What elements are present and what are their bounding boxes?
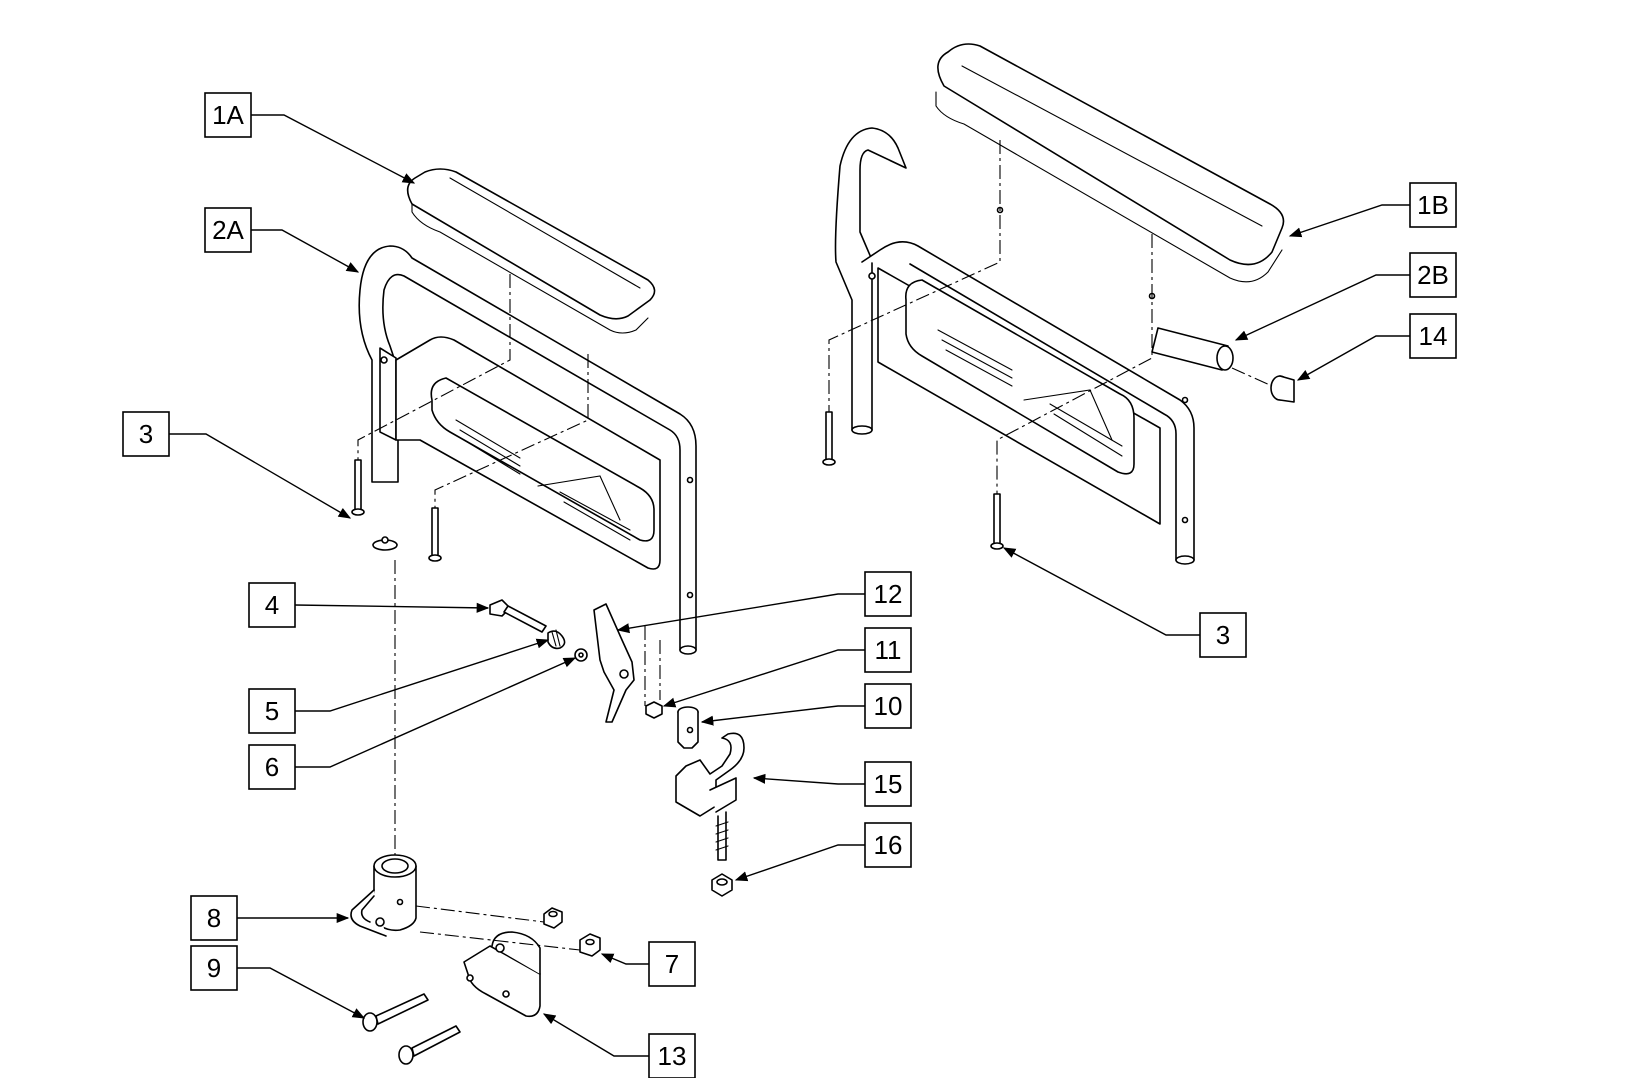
- callout-14: 14: [1409, 313, 1457, 359]
- svg-text:3: 3: [139, 419, 153, 449]
- spring-5: [547, 629, 566, 650]
- callout-2b: 2B: [1409, 252, 1457, 298]
- washer-6: [574, 648, 588, 662]
- nut-7-a: [543, 907, 563, 929]
- svg-text:7: 7: [665, 949, 679, 979]
- callout-3-right: 3: [1199, 612, 1247, 658]
- svg-text:12: 12: [874, 579, 903, 609]
- svg-text:1A: 1A: [212, 100, 244, 130]
- svg-text:15: 15: [874, 769, 903, 799]
- arm-frame-2a: [358, 245, 697, 655]
- svg-text:2B: 2B: [1417, 260, 1449, 290]
- armrest-pad-1b: [935, 43, 1285, 283]
- callout-7: 7: [648, 941, 696, 987]
- tube-2b: [1151, 327, 1234, 371]
- plunger-10: [677, 706, 699, 749]
- callouts: 1A 2A 3 4 5 6: [122, 92, 1457, 1078]
- bolt-4: [489, 599, 547, 633]
- arm-frame-2b: [834, 127, 1195, 565]
- cap-14: [1270, 375, 1295, 403]
- svg-text:10: 10: [874, 691, 903, 721]
- svg-text:9: 9: [207, 953, 221, 983]
- svg-text:3: 3: [1216, 620, 1230, 650]
- screw-3-left-b: [428, 507, 442, 562]
- svg-text:5: 5: [265, 696, 279, 726]
- clamp-15: [675, 732, 745, 861]
- svg-text:8: 8: [207, 903, 221, 933]
- callout-10: 10: [864, 683, 912, 729]
- svg-text:14: 14: [1419, 321, 1448, 351]
- callout-2a: 2A: [204, 207, 252, 253]
- bracket-13: [463, 931, 541, 1018]
- screw-3-right-a: [822, 411, 836, 466]
- callout-11: 11: [864, 627, 912, 673]
- bracket-8: [350, 854, 417, 937]
- nut-16: [711, 873, 733, 897]
- callout-15: 15: [864, 761, 912, 807]
- lever-12: [593, 603, 635, 723]
- callout-16: 16: [864, 822, 912, 868]
- screw-3-left-a: [351, 459, 365, 516]
- callout-1b: 1B: [1409, 182, 1457, 228]
- bolt-9-b: [398, 1025, 461, 1065]
- callout-1a: 1A: [204, 92, 252, 138]
- nut-7-b: [579, 933, 601, 957]
- svg-text:6: 6: [265, 752, 279, 782]
- svg-text:16: 16: [874, 830, 903, 860]
- callout-12: 12: [864, 571, 912, 617]
- callout-9: 9: [190, 945, 238, 991]
- armrest-pad-1a: [406, 168, 656, 334]
- svg-text:1B: 1B: [1417, 190, 1449, 220]
- svg-text:11: 11: [875, 635, 902, 665]
- callout-13: 13: [648, 1033, 696, 1078]
- right-armrest-assembly: [822, 43, 1295, 565]
- svg-text:4: 4: [265, 590, 279, 620]
- callout-8: 8: [190, 895, 238, 941]
- callout-5: 5: [248, 688, 296, 734]
- callout-3-left: 3: [122, 411, 170, 457]
- bolt-9-a: [362, 993, 429, 1032]
- callout-6: 6: [248, 744, 296, 790]
- left-armrest-assembly: [350, 168, 745, 1065]
- nut-11: [645, 701, 663, 719]
- svg-text:13: 13: [658, 1041, 687, 1071]
- callout-4: 4: [248, 582, 296, 628]
- svg-text:2A: 2A: [212, 215, 244, 245]
- screw-3-right-b: [990, 493, 1004, 550]
